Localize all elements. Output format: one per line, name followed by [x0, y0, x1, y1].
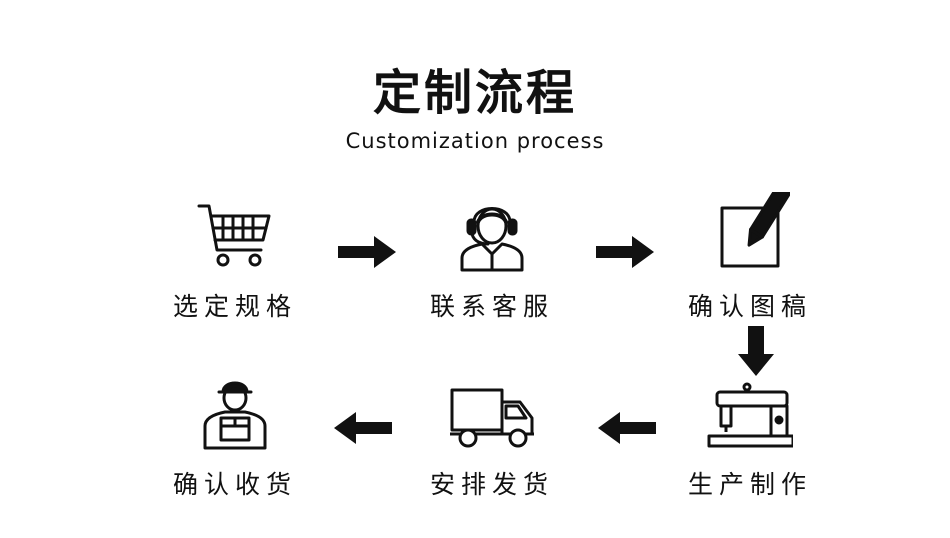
arrow-right-icon [596, 236, 654, 268]
page-title: 定制流程 [372, 65, 577, 121]
arrow-down-icon [738, 326, 774, 376]
step-contact-service: 联系客服 [392, 192, 592, 324]
sewing-machine-icon [707, 382, 793, 448]
customer-service-icon [460, 207, 524, 272]
step-label: 选定规格 [172, 292, 297, 321]
step-label: 确认收货 [172, 470, 297, 499]
step-label: 确认图稿 [687, 292, 812, 321]
arrow-left-icon [334, 412, 392, 444]
page-subtitle: Customization process [345, 129, 605, 153]
step-production: 生产制作 [650, 382, 850, 502]
step-label: 联系客服 [429, 292, 554, 321]
pencil-draft-icon [720, 192, 790, 268]
arrow-left-icon [598, 412, 656, 444]
courier-package-icon [203, 381, 267, 450]
delivery-truck-icon [450, 388, 534, 448]
step-label: 生产制作 [687, 470, 812, 499]
arrow-right-icon [338, 236, 396, 268]
step-label: 安排发货 [429, 470, 554, 499]
step-confirm-receipt: 确认收货 [135, 378, 335, 502]
step-select-spec: 选定规格 [135, 200, 335, 324]
step-confirm-draft: 确认图稿 [650, 192, 850, 324]
step-arrange-shipping: 安排发货 [392, 382, 592, 502]
shopping-cart-icon [197, 204, 271, 267]
